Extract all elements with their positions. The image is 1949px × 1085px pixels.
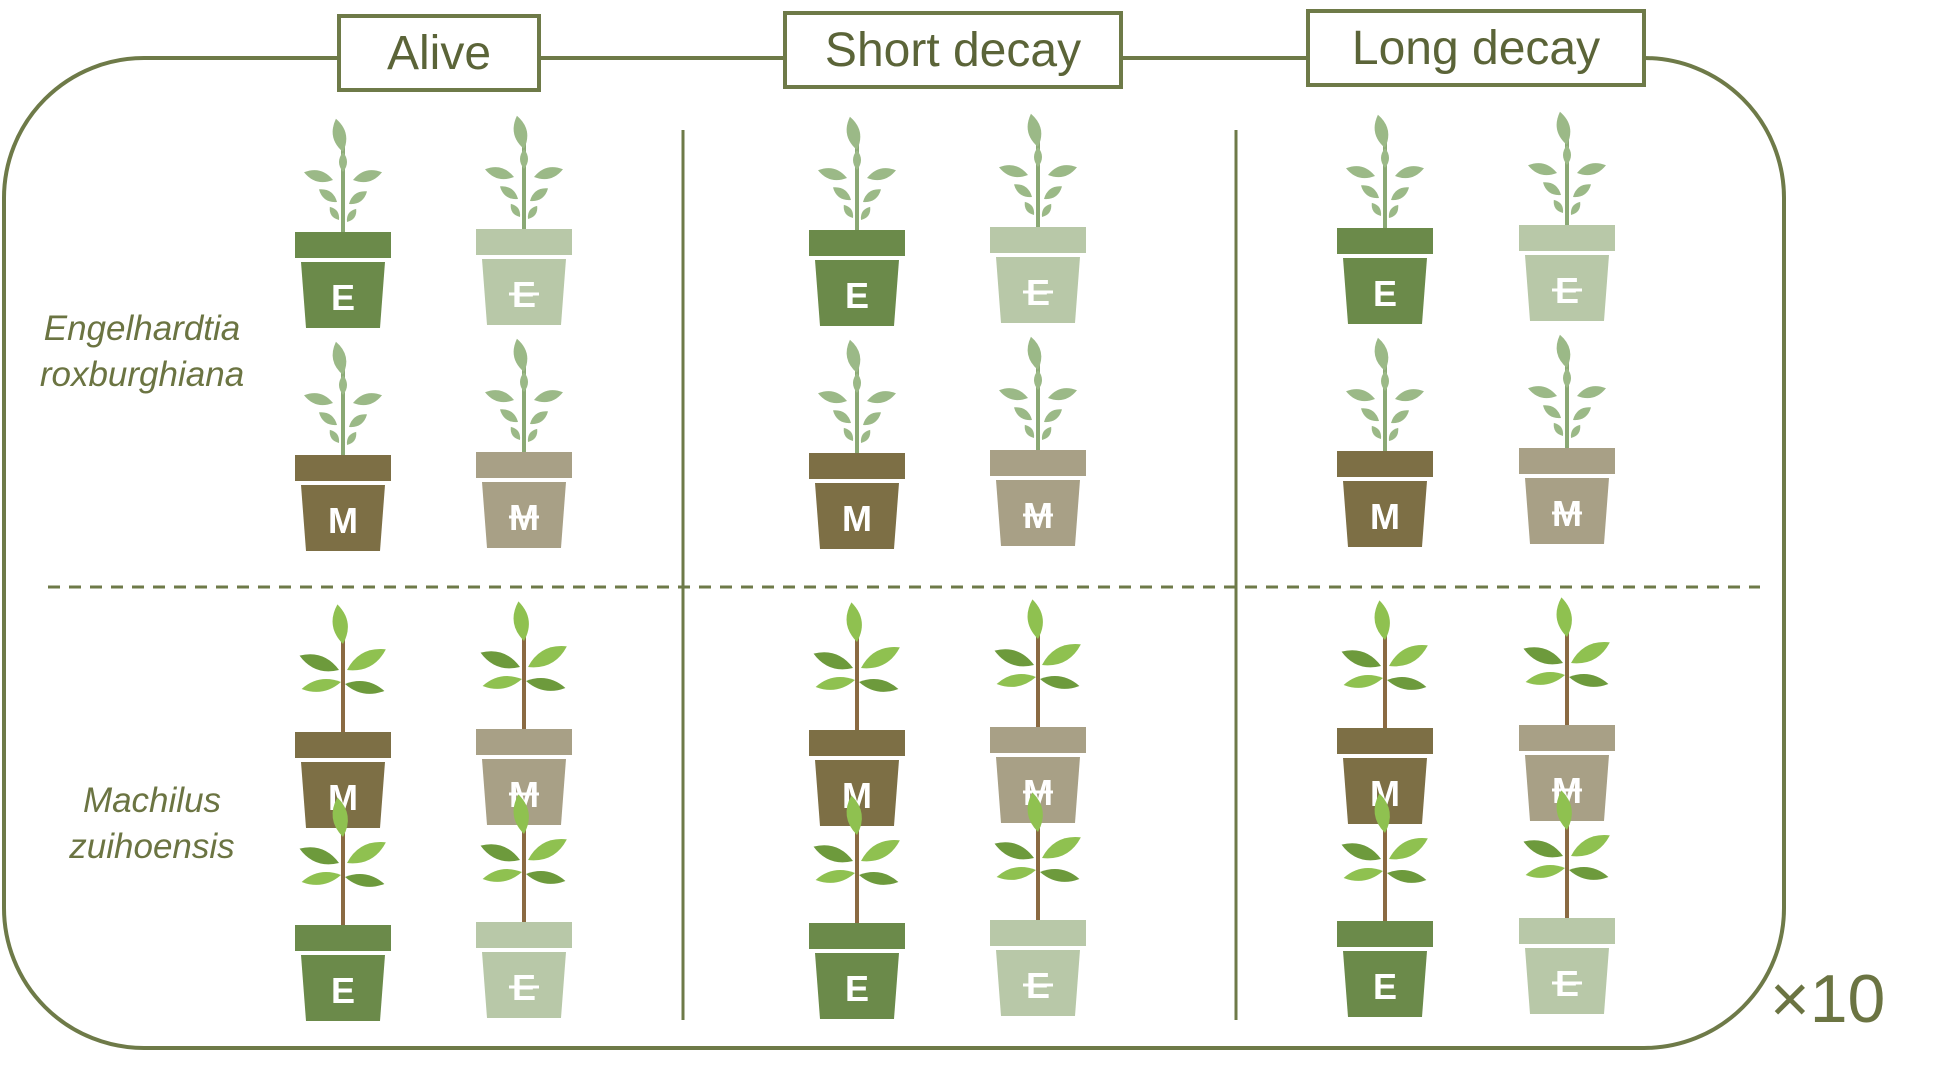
pot-alive-machilus-M-sterile: M [476,601,572,825]
pot-long-decay-engelhardtia-E-sterile: E [1519,111,1615,321]
svg-text:E: E [845,275,869,316]
species-engelhardtia-line2: roxburghiana [39,354,245,394]
pot-short-decay-machilus-M-sterile: M [990,599,1086,823]
pot-alive-engelhardtia-E-sterile: E [476,115,572,325]
species-machilus-line1: Machilus [82,781,222,820]
pot-short-decay-machilus-E-sterile: E [990,792,1086,1016]
species-machilus-line2: zuihoensis [69,826,235,866]
pot-short-decay-machilus-E: E [809,795,905,1019]
pot-alive-engelhardtia-E: E [295,118,391,328]
replicates-label: ×10 [1770,961,1886,1037]
header-long-decay: Long decay [1306,9,1646,87]
svg-text:M: M [328,500,358,541]
svg-text:E: E [845,968,869,1009]
pot-short-decay-engelhardtia-E-sterile: E [990,113,1086,323]
pot-short-decay-engelhardtia-M: M [809,339,905,549]
svg-text:M: M [842,498,872,539]
outer-frame [2,56,1786,1050]
pot-alive-engelhardtia-M-sterile: M [476,338,572,548]
species-label-machilus: Machilus zuihoensis [22,778,282,869]
header-short-decay-label: Short decay [824,23,1082,77]
pot-short-decay-engelhardtia-M-sterile: M [990,336,1086,546]
pot-long-decay-engelhardtia-E: E [1337,114,1433,324]
pot-long-decay-machilus-M-sterile: M [1519,597,1615,821]
pot-long-decay-engelhardtia-M: M [1337,337,1433,547]
pot-alive-engelhardtia-M: M [295,341,391,551]
svg-text:M: M [1370,496,1400,537]
header-short-decay: Short decay [783,11,1123,89]
svg-text:E: E [331,277,355,318]
pot-long-decay-machilus-M: M [1337,600,1433,824]
pot-alive-machilus-E: E [295,797,391,1021]
species-engelhardtia-line1: Engelhardtia [43,309,241,348]
pot-alive-machilus-E-sterile: E [476,794,572,1018]
pot-long-decay-engelhardtia-M-sterile: M [1519,334,1615,544]
species-label-engelhardtia: Engelhardtia roxburghiana [12,306,272,397]
pot-short-decay-machilus-M: M [809,602,905,826]
svg-text:E: E [331,970,355,1011]
svg-text:E: E [1373,966,1397,1007]
header-long-decay-label: Long decay [1351,21,1601,75]
pot-short-decay-engelhardtia-E: E [809,116,905,326]
pot-long-decay-machilus-E: E [1337,793,1433,1017]
pot-long-decay-machilus-E-sterile: E [1519,790,1615,1014]
pot-alive-machilus-M: M [295,604,391,828]
svg-text:E: E [1373,273,1397,314]
header-alive-label: Alive [386,26,492,80]
header-alive: Alive [337,14,541,92]
